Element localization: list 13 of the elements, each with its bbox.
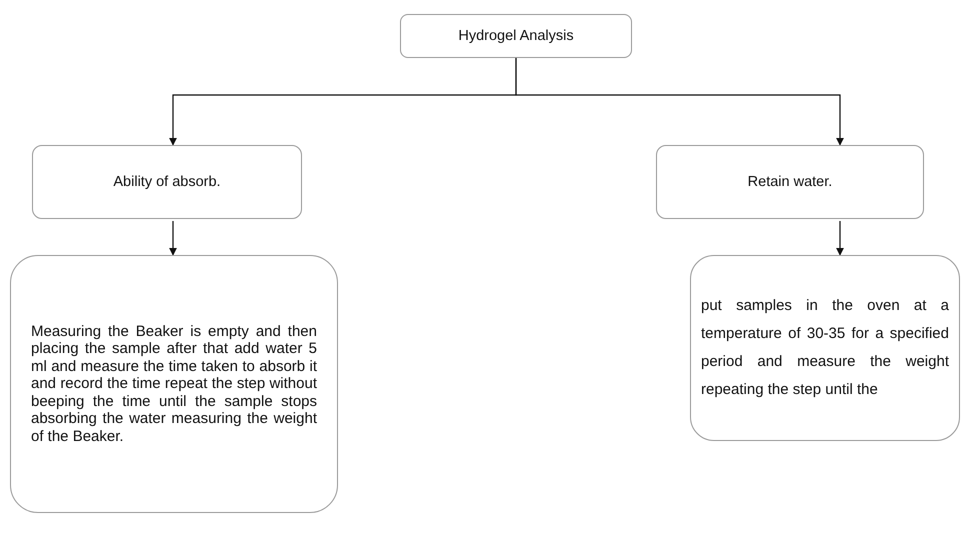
arrow — [515, 58, 844, 146]
process-box — [32, 145, 302, 219]
node-text: Retain water. — [748, 174, 832, 190]
description-box — [10, 255, 338, 513]
title-box — [400, 14, 632, 58]
description-box — [690, 255, 960, 441]
node-text: Hydrogel Analysis — [458, 28, 574, 44]
node-text: Measuring the Beaker is empty and then placing the sample after that add water 5 ml and measure the time taken to absorb it and record the time repeat the step without beeping the time until the sample stops absorbing the water measuring the weight of the Beaker. — [31, 322, 317, 446]
arrow — [836, 221, 844, 256]
arrow — [169, 221, 177, 256]
node-text: Ability of absorb. — [113, 174, 221, 190]
node-text: put samples in the oven at a temperature of 30-35 for a specified period and measure the weight repeating the step until the — [701, 296, 949, 400]
process-box — [656, 145, 924, 219]
